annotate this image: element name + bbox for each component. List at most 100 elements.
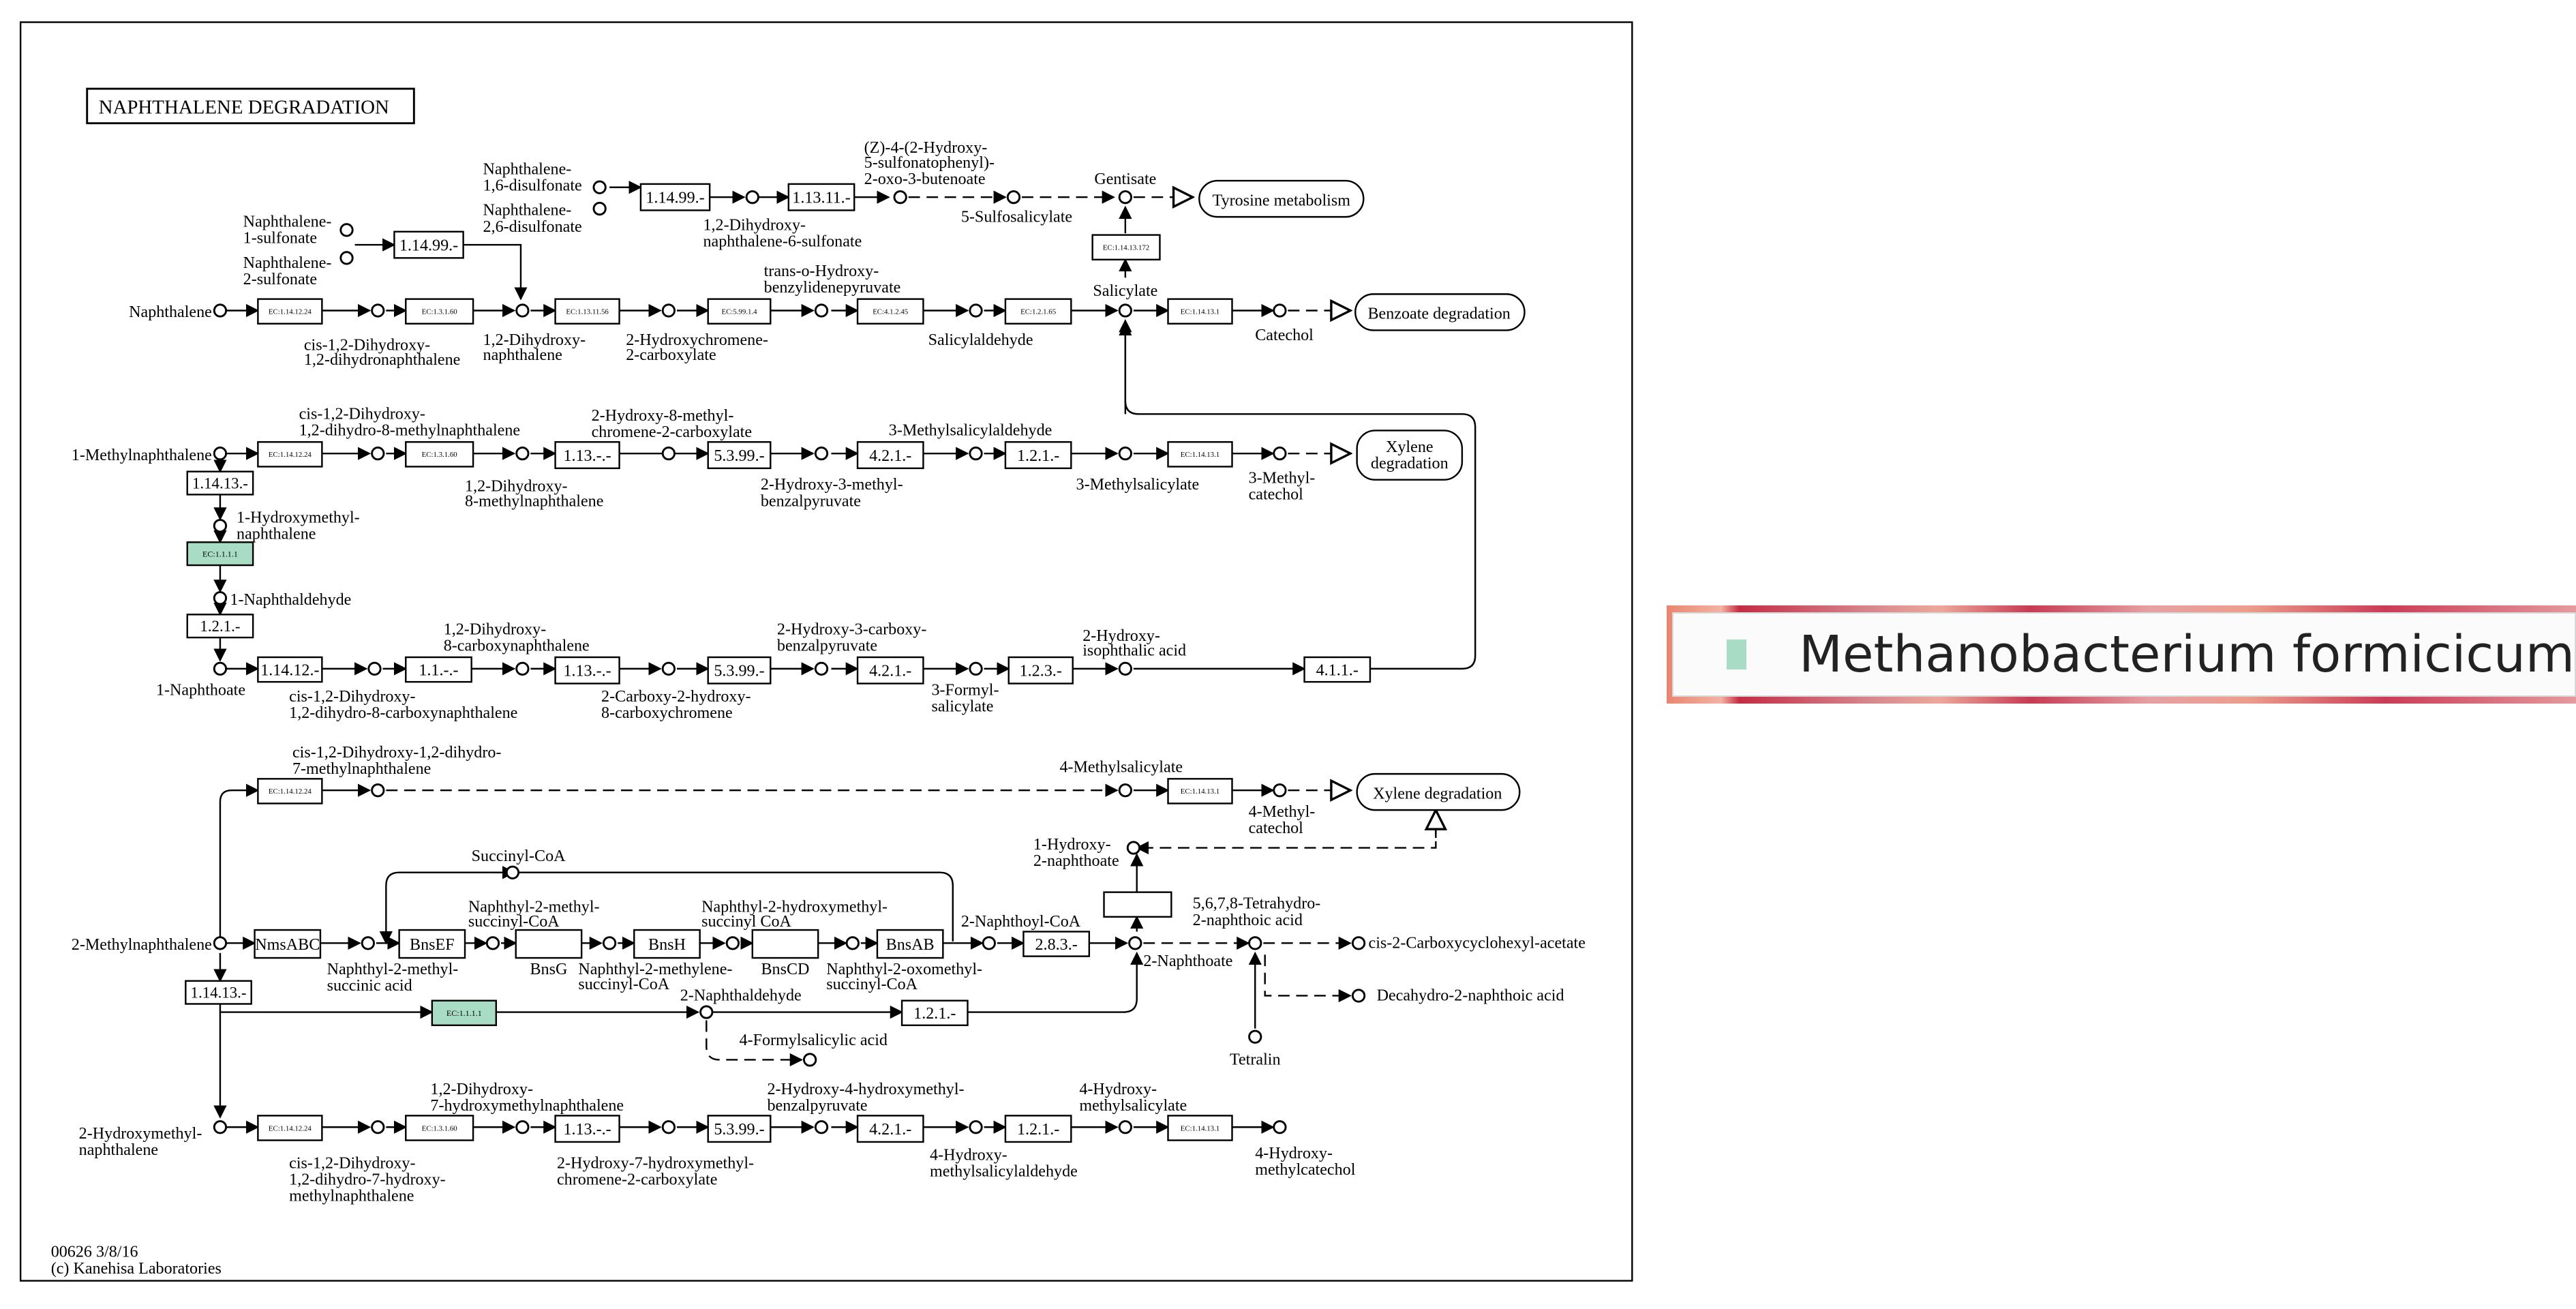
compound-node-45[interactable]: [1128, 936, 1142, 950]
enzyme-box-e30[interactable]: EC:1.14.13.1: [1167, 778, 1233, 804]
enzyme-box-e45[interactable]: 5.3.99.-: [707, 1115, 772, 1143]
enzyme-box-e9[interactable]: 1.14.99.-: [639, 183, 711, 211]
compound-node-53[interactable]: [371, 1120, 385, 1134]
enzyme-box-e23[interactable]: 1.1.-.-: [405, 656, 472, 683]
compound-node-10[interactable]: [515, 303, 530, 318]
enzyme-box-e47[interactable]: 1.2.1.-: [1004, 1115, 1072, 1143]
enzyme-box-e35[interactable]: [751, 929, 819, 959]
compound-node-34[interactable]: [1118, 783, 1132, 798]
enzyme-box-e48[interactable]: EC:1.14.13.1: [1167, 1115, 1233, 1141]
compound-node-1[interactable]: [592, 201, 607, 216]
compound-node-28[interactable]: [515, 661, 530, 676]
compound-node-14[interactable]: [1118, 303, 1132, 318]
enzyme-box-e21[interactable]: 1.2.1.-: [186, 614, 254, 639]
enzyme-box-e12[interactable]: EC:1.14.12.24: [257, 441, 323, 468]
enzyme-box-e17[interactable]: 1.2.1.-: [1004, 441, 1072, 470]
compound-node-31[interactable]: [969, 661, 983, 676]
enzyme-box-e40[interactable]: EC:1.1.1.1: [431, 999, 498, 1027]
compound-node-52[interactable]: [213, 1120, 228, 1134]
compound-node-22[interactable]: [1118, 447, 1132, 461]
enzyme-box-e42[interactable]: EC:1.14.12.24: [257, 1115, 323, 1141]
compound-node-39[interactable]: [361, 936, 375, 950]
enzyme-box-e27[interactable]: 1.2.3.-: [1007, 656, 1074, 684]
enzyme-box-e19[interactable]: 1.14.13.-: [186, 470, 254, 496]
compound-node-0[interactable]: [592, 180, 607, 194]
enzyme-box-e2[interactable]: EC:1.3.1.60: [405, 298, 474, 325]
compound-node-32[interactable]: [1118, 661, 1132, 676]
enzyme-box-e18[interactable]: EC:1.14.13.1: [1167, 441, 1233, 468]
pathway-link-xylene-2[interactable]: [1356, 430, 1464, 481]
compound-node-33[interactable]: [371, 783, 385, 798]
compound-node-17[interactable]: [371, 447, 385, 461]
enzyme-box-e1[interactable]: EC:1.14.12.24: [257, 298, 323, 325]
enzyme-box-e11[interactable]: 1.13.11.-: [787, 183, 855, 211]
enzyme-box-e10[interactable]: 1.14.99.-: [393, 230, 464, 259]
compound-node-55[interactable]: [661, 1120, 676, 1134]
compound-node-12[interactable]: [814, 303, 829, 318]
compound-node-56[interactable]: [814, 1120, 829, 1134]
compound-node-59[interactable]: [1273, 1120, 1287, 1134]
compound-node-2[interactable]: [745, 190, 759, 205]
enzyme-box-e46[interactable]: 4.2.1.-: [856, 1115, 924, 1143]
compound-node-4[interactable]: [1006, 190, 1021, 205]
enzyme-box-e43[interactable]: EC:1.3.1.60: [405, 1115, 474, 1141]
compound-node-6[interactable]: [339, 223, 354, 237]
compound-node-54[interactable]: [515, 1120, 530, 1134]
pathway-link-p1[interactable]: [1198, 179, 1365, 218]
enzyme-box-e41[interactable]: 1.2.1.-: [900, 999, 969, 1027]
compound-node-58[interactable]: [1118, 1120, 1132, 1134]
compound-node-20[interactable]: [814, 447, 829, 461]
compound-node-38[interactable]: [213, 936, 228, 950]
enzyme-box-e13[interactable]: EC:1.3.1.60: [405, 441, 474, 468]
enzyme-box-e4[interactable]: EC:5.99.1.4: [707, 298, 772, 325]
enzyme-box-e22[interactable]: 1.14.12.-: [257, 656, 323, 683]
compound-node-44[interactable]: [982, 936, 996, 950]
enzyme-box-e33[interactable]: [515, 929, 583, 959]
compound-node-25[interactable]: [213, 591, 228, 605]
enzyme-box-e29[interactable]: EC:1.14.12.24: [257, 778, 323, 804]
compound-node-40[interactable]: [485, 936, 500, 950]
compound-node-23[interactable]: [1273, 447, 1287, 461]
compound-node-9[interactable]: [371, 303, 385, 318]
pathway-link-p5[interactable]: [1356, 772, 1521, 811]
enzyme-box-e20[interactable]: EC:1.1.1.1: [186, 541, 254, 567]
compound-node-46[interactable]: [1248, 936, 1262, 950]
enzyme-box-e8[interactable]: EC:1.14.13.172: [1091, 234, 1161, 260]
compound-node-15[interactable]: [1273, 303, 1287, 318]
enzyme-box-e26[interactable]: 4.2.1.-: [856, 656, 924, 684]
compound-node-47[interactable]: [1351, 936, 1366, 950]
compound-node-19[interactable]: [661, 447, 676, 461]
enzyme-box-e28[interactable]: 4.1.1.-: [1303, 656, 1372, 683]
compound-node-35[interactable]: [1273, 783, 1287, 798]
enzyme-box-e24[interactable]: 1.13.-.-: [554, 656, 620, 684]
compound-node-41[interactable]: [602, 936, 617, 950]
enzyme-box-e32[interactable]: BnsEF: [398, 929, 466, 959]
compound-node-27[interactable]: [367, 661, 382, 676]
enzyme-box-e34[interactable]: BnsH: [633, 929, 701, 959]
pathway-link-p2[interactable]: [1354, 293, 1526, 331]
compound-node-11[interactable]: [661, 303, 676, 318]
enzyme-box-e5[interactable]: EC:4.1.2.45: [856, 298, 924, 325]
compound-node-37[interactable]: [505, 865, 520, 879]
compound-node-24[interactable]: [213, 519, 228, 533]
compound-node-30[interactable]: [814, 661, 829, 676]
enzyme-box-e31[interactable]: NmsABC: [254, 929, 322, 959]
enzyme-box-e3[interactable]: EC:1.13.11.56: [554, 298, 620, 325]
enzyme-box-e16[interactable]: 4.2.1.-: [856, 441, 924, 470]
enzyme-box-e38[interactable]: [1103, 891, 1172, 918]
compound-node-3[interactable]: [893, 190, 907, 205]
enzyme-box-e36[interactable]: BnsAB: [876, 929, 944, 959]
compound-node-16[interactable]: [213, 447, 228, 461]
enzyme-box-e44[interactable]: 1.13.-.-: [554, 1115, 620, 1143]
enzyme-box-e14[interactable]: 1.13.-.-: [554, 441, 620, 470]
enzyme-box-e39[interactable]: 1.14.13.-: [185, 980, 252, 1005]
compound-node-49[interactable]: [1248, 1029, 1262, 1044]
compound-node-7[interactable]: [339, 251, 354, 265]
compound-node-5[interactable]: [1118, 190, 1132, 205]
compound-node-26[interactable]: [213, 661, 228, 676]
compound-node-21[interactable]: [969, 447, 983, 461]
compound-node-29[interactable]: [661, 661, 676, 676]
compound-node-50[interactable]: [699, 1005, 714, 1019]
compound-node-13[interactable]: [969, 303, 983, 318]
